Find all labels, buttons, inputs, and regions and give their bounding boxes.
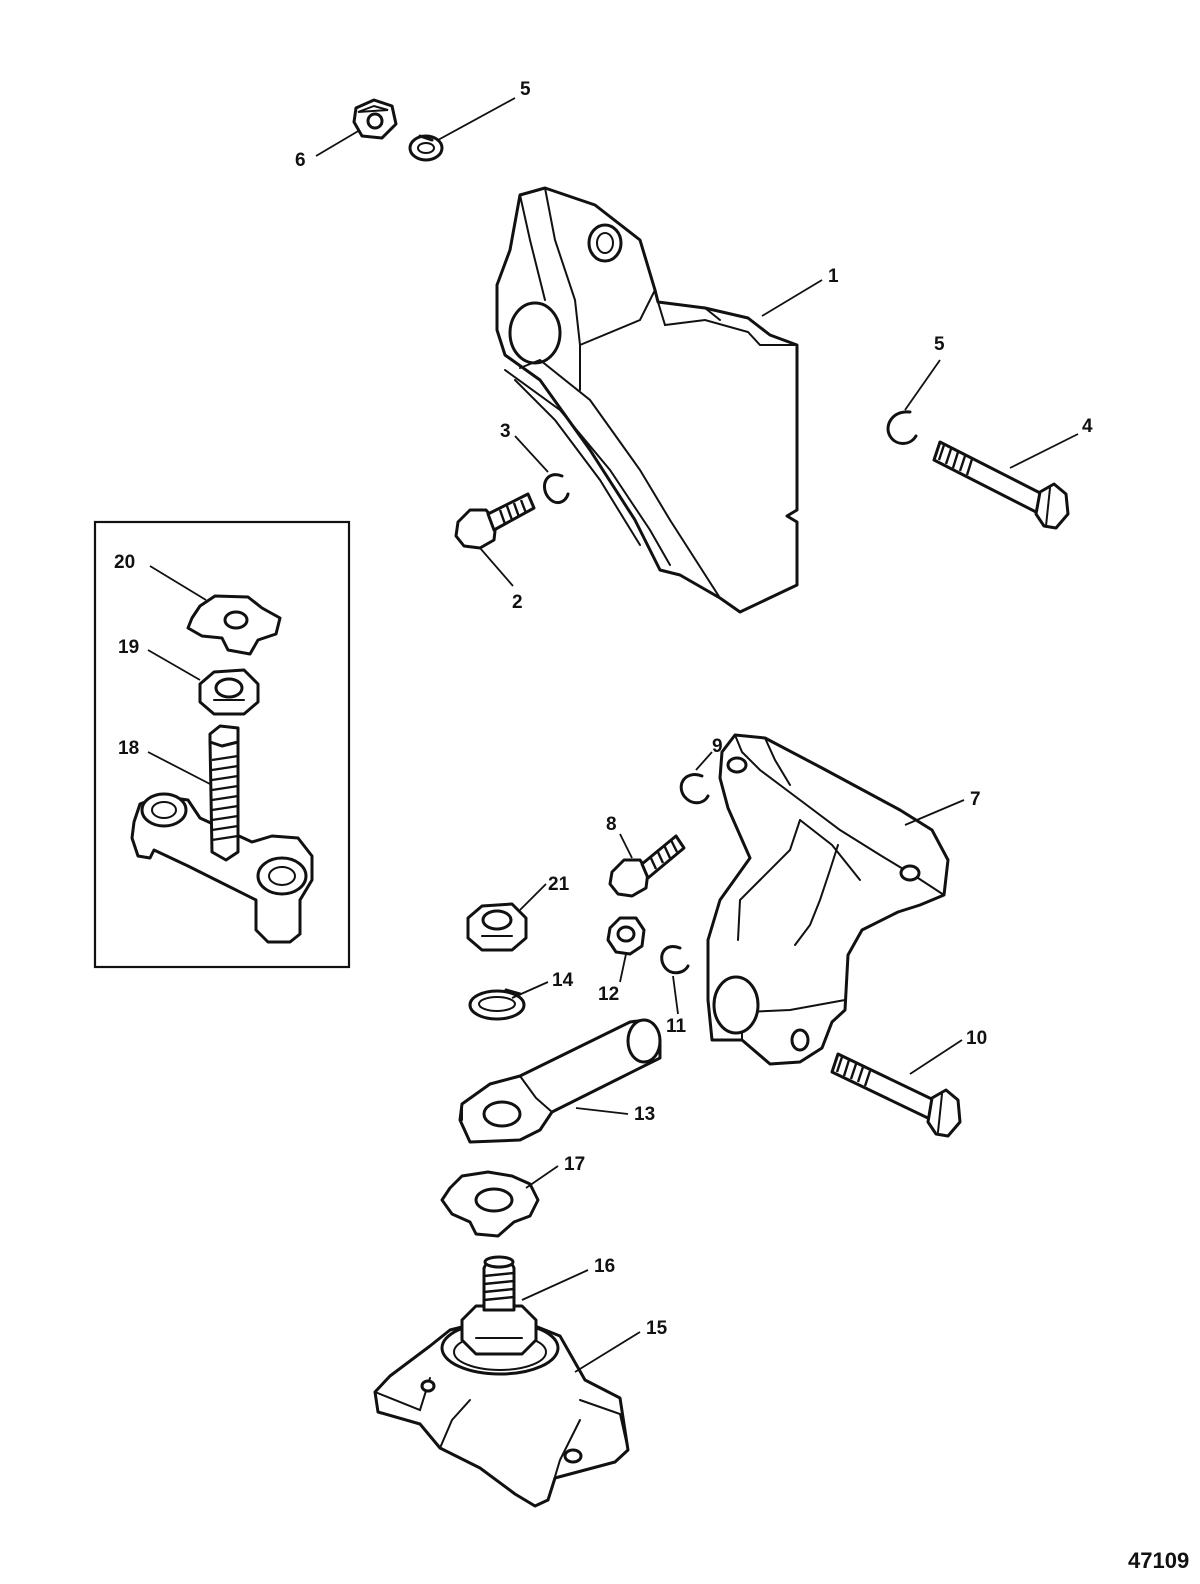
part-5-lock-washer-right <box>886 410 918 445</box>
leader-16 <box>521 1269 589 1301</box>
leader-19 <box>147 649 201 681</box>
callout-12: 12 <box>598 984 619 1005</box>
part-1-mounting-bracket <box>495 186 799 614</box>
part-5-lock-washer-top <box>408 134 444 162</box>
part-11-lock-washer <box>660 945 690 975</box>
callout-19: 19 <box>118 637 139 658</box>
leader-12 <box>619 953 627 983</box>
callout-16: 16 <box>594 1256 615 1277</box>
callout-11: 11 <box>666 1016 687 1037</box>
callout-20: 20 <box>114 552 135 573</box>
leader-6 <box>315 129 361 157</box>
figure-id: 47109 <box>1128 1548 1189 1573</box>
part-12-hex-nut <box>606 916 646 956</box>
part-6-hex-nut <box>352 98 398 140</box>
callout-3: 3 <box>500 421 511 442</box>
leader-13 <box>575 1107 629 1115</box>
callout-5b: 5 <box>934 334 945 355</box>
part-8-hex-bolt <box>608 834 686 898</box>
leader-20 <box>149 565 207 601</box>
part-10-long-hex-bolt <box>830 1052 962 1138</box>
part-13-mount-link <box>458 1018 662 1144</box>
part-19-hex-nut <box>198 668 260 716</box>
leader-7 <box>904 799 965 826</box>
callout-21: 21 <box>548 874 570 895</box>
part-16-stud-nut <box>460 1255 538 1356</box>
leader-17 <box>525 1165 559 1189</box>
part-18-adjuster-assembly <box>130 724 314 944</box>
callout-9: 9 <box>712 736 723 757</box>
part-9-lock-washer <box>679 773 710 805</box>
leader-14 <box>511 981 549 999</box>
part-7-mount-bracket <box>706 733 950 1066</box>
callout-4: 4 <box>1082 416 1093 437</box>
part-17-tab-washer <box>440 1170 540 1238</box>
leader-9 <box>695 751 713 771</box>
leader-10 <box>909 1039 963 1075</box>
part-3-lock-washer <box>543 473 570 505</box>
part-21-hex-nut <box>466 902 528 952</box>
part-4-long-hex-bolt <box>932 440 1070 530</box>
callout-14: 14 <box>552 970 574 991</box>
callout-8: 8 <box>606 814 617 835</box>
leader-5a <box>437 97 516 141</box>
callout-13: 13 <box>634 1104 655 1125</box>
leader-18 <box>147 751 211 785</box>
part-20-tab-washer <box>186 594 282 656</box>
callout-7: 7 <box>970 789 981 810</box>
leader-21 <box>519 883 547 911</box>
callout-6: 6 <box>295 150 306 171</box>
callout-numbers: 1 2 3 4 5 5 6 7 8 9 10 11 12 13 14 15 16… <box>114 79 1093 1339</box>
callout-15: 15 <box>646 1318 668 1339</box>
leader-5b <box>904 359 941 411</box>
leader-11 <box>672 975 679 1015</box>
callout-10: 10 <box>966 1028 987 1049</box>
callout-17: 17 <box>564 1154 585 1175</box>
inset-frame <box>93 520 351 969</box>
leader-2 <box>479 547 514 587</box>
leader-lines <box>147 97 1079 1373</box>
leader-3 <box>514 435 549 473</box>
callout-18: 18 <box>118 738 139 759</box>
leader-15 <box>574 1331 641 1373</box>
callout-2: 2 <box>512 592 523 613</box>
callout-5a: 5 <box>520 79 531 100</box>
part-2-hex-bolt <box>454 492 536 550</box>
callout-1: 1 <box>828 266 839 287</box>
leader-4 <box>1009 433 1079 469</box>
part-14-lock-washer <box>468 988 526 1021</box>
leader-1 <box>761 279 823 317</box>
leader-8 <box>619 833 633 859</box>
